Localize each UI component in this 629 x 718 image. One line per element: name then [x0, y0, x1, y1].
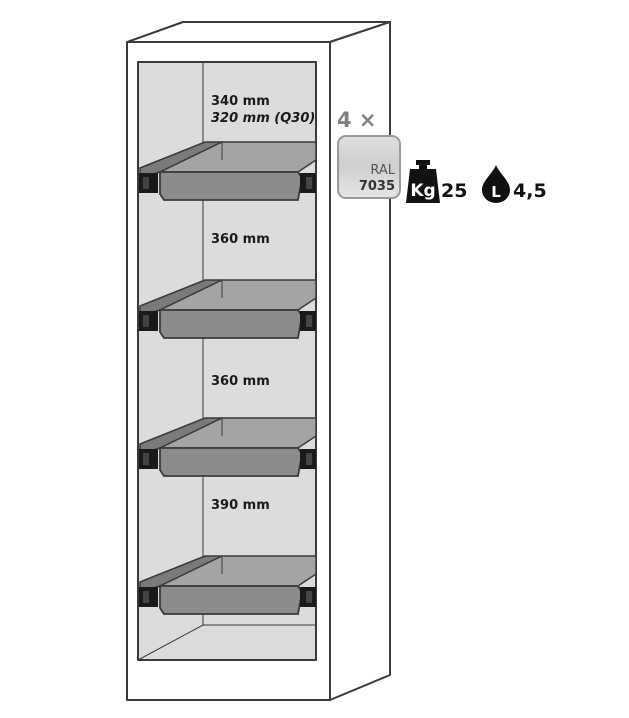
capacity-value: 4,5 — [513, 180, 547, 202]
dimension-label: 360 mm — [211, 232, 270, 247]
drawer-tray — [139, 555, 317, 615]
drawer-tray — [139, 141, 317, 201]
dimension-sublabel: 320 mm (Q30) — [211, 111, 316, 126]
tray-front — [159, 585, 303, 615]
svg-text:Kg: Kg — [410, 181, 435, 201]
drawer-tray — [139, 279, 317, 339]
drawer-tray — [139, 417, 317, 477]
dimension-label: 340 mm — [211, 94, 270, 109]
dimension-label: 390 mm — [211, 498, 270, 513]
tray-front — [159, 171, 303, 201]
liquid-drop-icon: L — [482, 165, 510, 203]
svg-text:L: L — [491, 183, 501, 201]
tray-quantity: 4 × — [337, 108, 377, 132]
ral-code: 7035 — [358, 179, 395, 194]
tray-front — [159, 309, 303, 339]
ral-label: RAL — [370, 163, 395, 178]
ral-color-swatch: RAL 7035 — [337, 135, 401, 199]
tray-front — [159, 447, 303, 477]
interior-floor — [137, 624, 316, 661]
dimension-label: 360 mm — [211, 374, 270, 389]
weight-kg-icon: Kg — [406, 160, 440, 203]
load-value: 25 — [441, 180, 468, 202]
